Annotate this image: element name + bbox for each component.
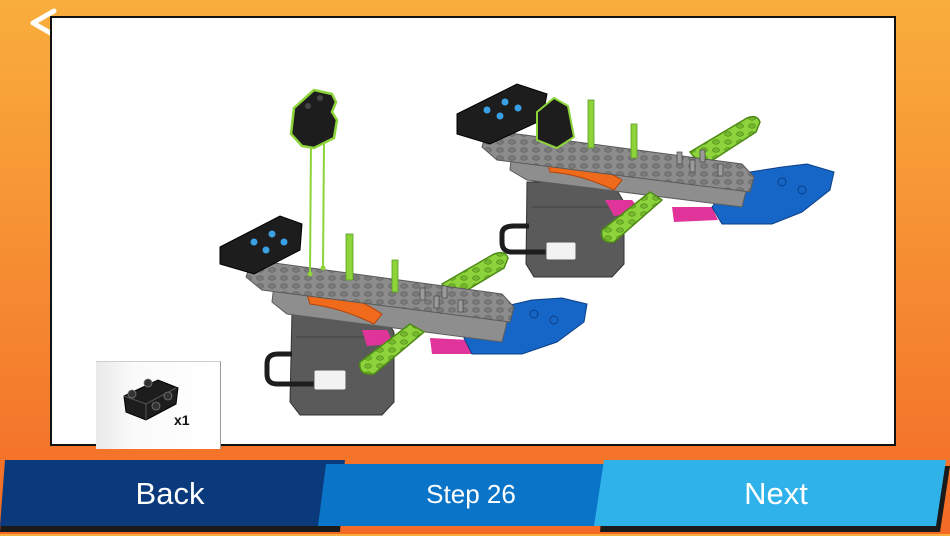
instruction-panel: x1: [50, 16, 896, 449]
assembly-completed: [456, 83, 835, 278]
step-label: Step 26: [426, 478, 516, 509]
assembly-current-step: [219, 88, 588, 416]
next-label: Next: [744, 476, 808, 511]
connector-brick-part-icon: [123, 378, 179, 421]
back-label: Back: [135, 476, 205, 511]
back-button[interactable]: Back: [0, 460, 350, 532]
part-quantity: x1: [174, 412, 190, 428]
next-button[interactable]: Next: [594, 460, 950, 532]
chevron-left-icon[interactable]: [26, 8, 60, 38]
parts-needed-box: x1: [96, 361, 221, 449]
step-navigation-bar: Back Step 26 Next: [0, 460, 950, 532]
step-indicator: Step 26: [318, 460, 624, 528]
